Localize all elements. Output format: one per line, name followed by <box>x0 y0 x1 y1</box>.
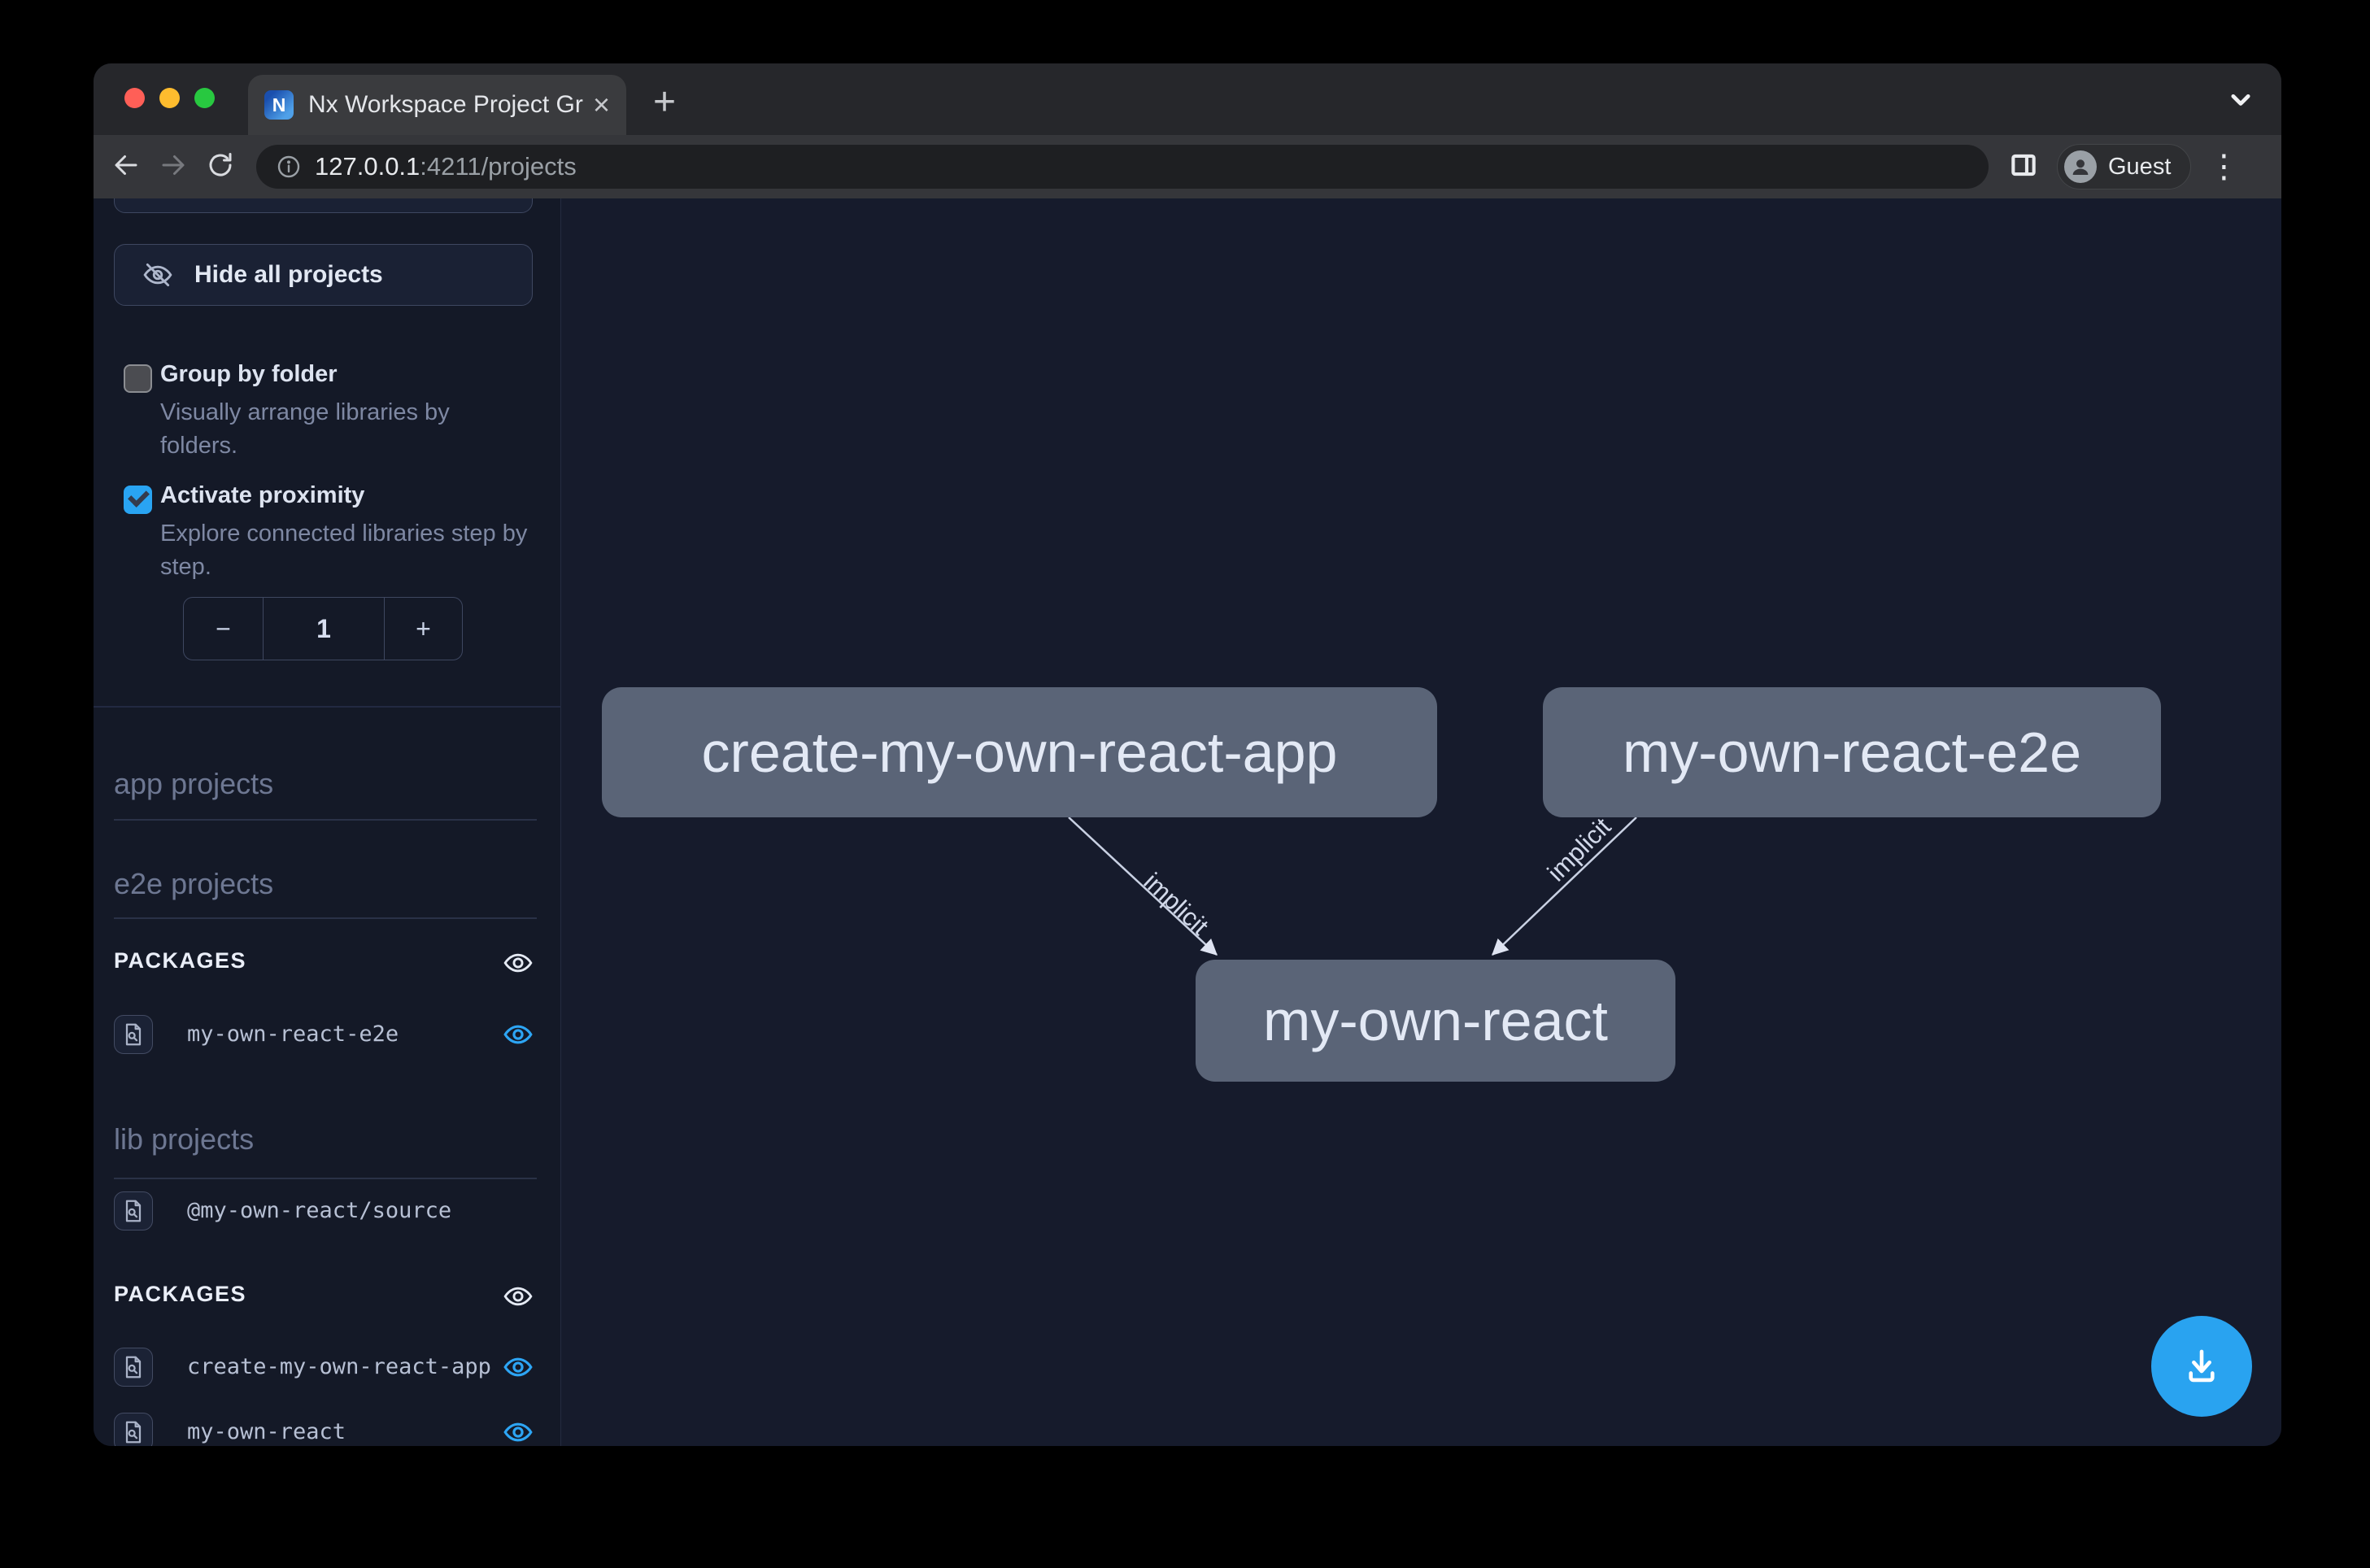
group-by-folder-option: Group by folder Visually arrange librari… <box>124 361 530 463</box>
download-icon <box>2189 1349 2215 1383</box>
browser-tab[interactable]: N Nx Workspace Project Graph × <box>248 75 626 135</box>
focus-project-button[interactable] <box>114 1015 153 1054</box>
edge-label: implicit <box>1139 867 1214 940</box>
eye-off-icon <box>143 263 172 287</box>
browser-toolbar: 127.0.0.1:4211/projects Guest ⋮ <box>94 135 2281 198</box>
increment-button[interactable]: + <box>384 598 462 660</box>
proximity-depth-value: 1 <box>316 613 331 643</box>
browser-window: N Nx Workspace Project Graph × + 127.0. <box>94 63 2281 1446</box>
file-search-icon <box>125 1421 142 1444</box>
url-path: :4211/projects <box>420 152 577 181</box>
activate-proximity-label[interactable]: Activate proximity <box>160 482 365 508</box>
graph-node-my-own-react-e2e[interactable]: my-own-react-e2e <box>1543 687 2161 817</box>
project-name[interactable]: my-own-react-e2e <box>187 1021 399 1047</box>
back-button[interactable] <box>111 150 141 184</box>
group-by-folder-label[interactable]: Group by folder <box>160 361 338 387</box>
close-tab-icon[interactable]: × <box>592 88 610 121</box>
toggle-project-visibility-button[interactable] <box>503 1352 534 1383</box>
browser-menu-button[interactable]: ⋮ <box>2207 149 2241 185</box>
activate-proximity-option: Activate proximity Explore connected lib… <box>124 482 530 584</box>
window-content: Show all projects Hide all projects Grou… <box>94 198 2281 1446</box>
hide-all-projects-label: Hide all projects <box>194 261 383 288</box>
new-tab-button[interactable]: + <box>653 81 677 124</box>
app-projects-heading: app projects <box>114 767 274 800</box>
focus-project-button[interactable] <box>114 1348 153 1387</box>
decrement-button[interactable]: − <box>184 598 264 660</box>
project-graph-sidebar: Show all projects Hide all projects Grou… <box>94 198 561 1446</box>
zoom-window-button[interactable] <box>194 88 215 108</box>
file-search-icon <box>125 1200 142 1222</box>
close-window-button[interactable] <box>124 88 145 108</box>
profile-name: Guest <box>2108 153 2172 180</box>
file-search-icon <box>125 1356 142 1379</box>
edge-create-to-react <box>1068 817 1218 956</box>
avatar-icon <box>2064 150 2097 183</box>
focus-project-button[interactable] <box>114 1191 153 1230</box>
download-graph-button[interactable] <box>2151 1316 2252 1417</box>
minimize-window-button[interactable] <box>159 88 180 108</box>
traffic-lights <box>124 88 215 108</box>
tab-search-chevron-icon[interactable] <box>2223 81 2259 121</box>
graph-edges: implicit implicit <box>1068 812 1637 956</box>
site-info-icon[interactable] <box>276 154 302 180</box>
toggle-project-visibility-button[interactable] <box>503 1019 534 1050</box>
forward-button[interactable] <box>159 150 188 184</box>
graph-node-create-my-own-react-app[interactable]: create-my-own-react-app <box>602 687 1437 817</box>
show-all-projects-button[interactable]: Show all projects <box>114 198 533 213</box>
url-host: 127.0.0.1 <box>315 152 420 181</box>
edge-e2e-to-react <box>1492 817 1637 956</box>
toggle-packages-visibility-button[interactable] <box>503 947 534 978</box>
tab-title: Nx Workspace Project Graph <box>308 91 583 118</box>
profile-button[interactable]: Guest <box>2057 144 2192 189</box>
packages-header: PACKAGES <box>114 1282 247 1306</box>
section-rule <box>114 819 537 821</box>
lib-projects-heading: lib projects <box>114 1122 255 1156</box>
project-name[interactable]: my-own-react <box>187 1419 346 1444</box>
tab-strip: N Nx Workspace Project Graph × + <box>94 63 2281 135</box>
file-search-icon <box>125 1023 142 1046</box>
edge-label: implicit <box>1542 812 1617 886</box>
group-by-folder-checkbox[interactable] <box>124 364 152 393</box>
toggle-project-visibility-button[interactable] <box>503 1417 534 1446</box>
nx-logo-icon: N <box>264 90 294 120</box>
proximity-depth-stepper: − 1 + <box>183 597 463 660</box>
sidebar-divider <box>94 706 560 708</box>
activate-proximity-description: Explore connected libraries step by step… <box>160 520 528 580</box>
hide-all-projects-button[interactable]: Hide all projects <box>114 244 533 306</box>
e2e-projects-heading: e2e projects <box>114 867 274 900</box>
reload-button[interactable] <box>206 150 235 184</box>
packages-header: PACKAGES <box>114 948 247 973</box>
graph-node-my-own-react[interactable]: my-own-react <box>1196 960 1675 1082</box>
side-panel-button[interactable] <box>2008 150 2039 185</box>
address-bar[interactable]: 127.0.0.1:4211/projects <box>256 145 1989 189</box>
url-text: 127.0.0.1:4211/projects <box>315 152 577 181</box>
toggle-packages-visibility-button[interactable] <box>503 1281 534 1312</box>
project-graph-canvas[interactable]: implicit implicit create-my-own-react-ap… <box>561 198 2281 1446</box>
group-by-folder-description: Visually arrange libraries by folders. <box>160 399 450 459</box>
section-rule <box>114 1178 537 1179</box>
section-rule <box>114 917 537 919</box>
project-name[interactable]: @my-own-react/source <box>187 1198 452 1223</box>
project-name[interactable]: create-my-own-react-app <box>187 1354 491 1379</box>
focus-project-button[interactable] <box>114 1413 153 1446</box>
activate-proximity-checkbox[interactable] <box>124 486 152 514</box>
